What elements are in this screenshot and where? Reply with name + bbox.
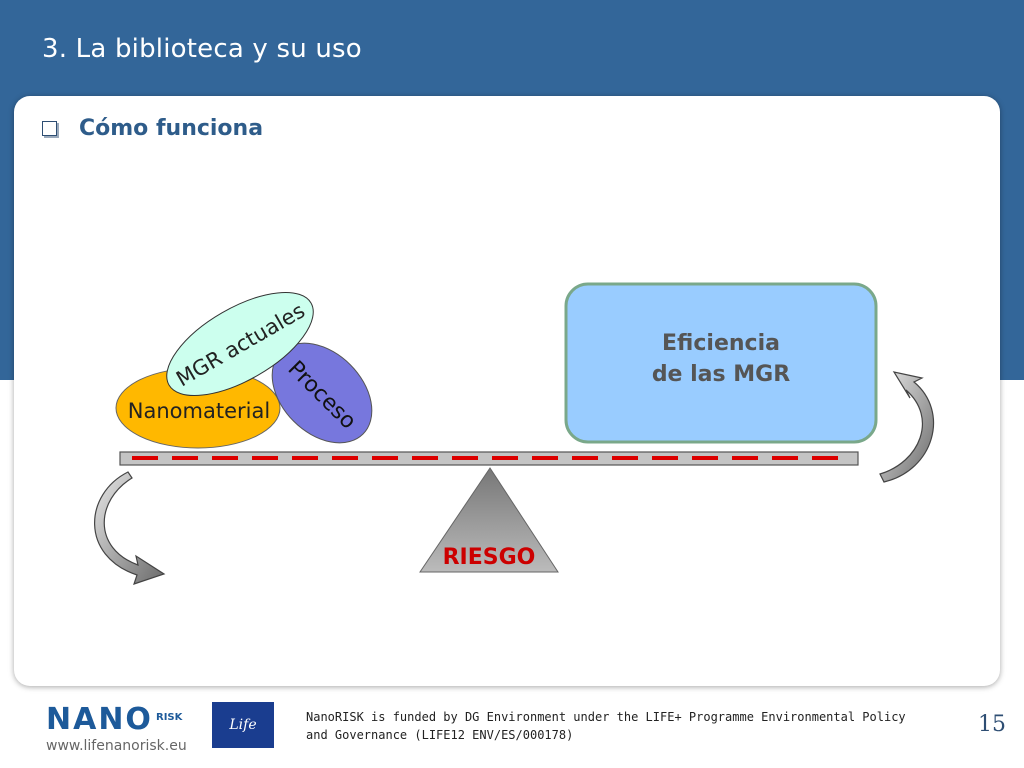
riesgo-label: RIESGO xyxy=(443,545,536,570)
life-eu-logo-icon: Life xyxy=(212,702,274,748)
eficiencia-label-line2: de las MGR xyxy=(652,362,790,387)
curved-arrow-left-icon xyxy=(94,471,166,585)
nanorisk-logo-sub: RISK xyxy=(156,712,183,723)
life-logo-text: Life xyxy=(229,717,257,733)
bullet-item: Cómo funciona xyxy=(42,116,263,141)
eficiencia-box xyxy=(564,282,878,444)
mgr-actuales-ellipse xyxy=(166,291,314,397)
nanorisk-logo: NANO xyxy=(46,702,153,737)
page-number: 15 xyxy=(978,712,1006,737)
checkbox-bullet-icon xyxy=(42,121,57,136)
nanomaterial-label: Nanomaterial xyxy=(128,399,270,423)
bullet-text: Cómo funciona xyxy=(79,116,264,141)
slide-title: 3. La biblioteca y su uso xyxy=(42,34,362,64)
footer-url: www.lifenanorisk.eu xyxy=(46,738,187,754)
eficiencia-label-line1: Eficiencia xyxy=(662,331,780,356)
balance-beam xyxy=(119,451,859,466)
riesgo-fulcrum xyxy=(419,467,559,573)
funding-text: NanoRISK is funded by DG Environment und… xyxy=(306,710,906,742)
curved-arrow-right-icon xyxy=(879,371,935,483)
